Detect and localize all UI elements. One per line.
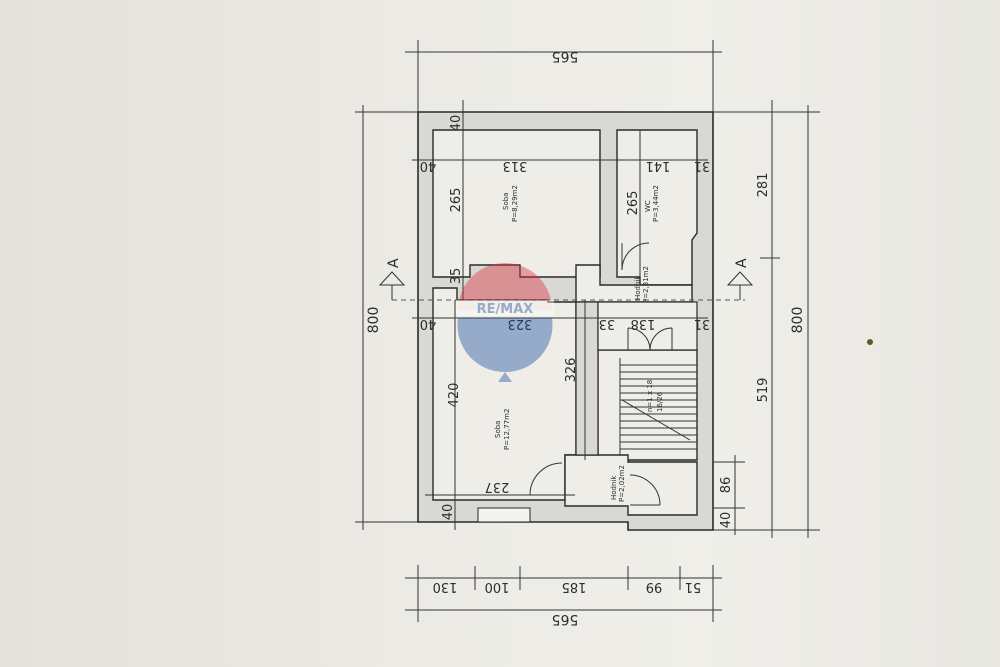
dim-237: 237 — [485, 479, 510, 494]
dim-right-86: 86 — [719, 477, 734, 494]
dim-wall-31-a: 31 — [694, 158, 711, 173]
dim-33: 33 — [599, 316, 616, 331]
door-stairs-right — [649, 327, 673, 351]
dim-room1-width: 313 — [503, 158, 528, 173]
dim-138: 138 — [631, 316, 656, 331]
dim-wall-35: 35 — [449, 268, 464, 285]
room-area-hodnik-small: P=2,31m2 — [642, 266, 650, 303]
dim-bottom-overall: 565 — [552, 611, 579, 627]
dim-right-overall: 800 — [790, 307, 806, 334]
room-hodnik-lower — [564, 454, 698, 516]
dimension-lines — [355, 40, 820, 622]
stair-note-2: 16/26 — [656, 391, 664, 412]
dim-right-lower: 519 — [756, 378, 771, 403]
room-label-wc: WC — [644, 200, 652, 212]
room-area-hodnik-lower: P=2,02m2 — [618, 465, 626, 502]
dim-right-40: 40 — [719, 512, 734, 529]
dim-wall-40-left-a: 40 — [420, 158, 437, 173]
dim-wall-40-top: 40 — [449, 115, 464, 132]
room-label-soba-upper: Soba — [502, 193, 510, 210]
dim-wc-height: 265 — [626, 191, 641, 216]
dim-bottom-130: 130 — [433, 579, 458, 594]
staircase: n=1 x 18 16/26 — [619, 358, 697, 455]
dim-bottom-100: 100 — [485, 579, 510, 594]
dimension-labels: 565 565 130 100 185 99 51 800 800 281 51… — [366, 48, 806, 627]
dim-bottom-99: 99 — [646, 579, 663, 594]
room-labels: Soba P=8,29m2 WC P=3,44m2 Hodnik P=2,31m… — [494, 185, 660, 502]
section-line-a: A A — [378, 258, 754, 301]
stair-note-1: n=1 x 18 — [646, 380, 654, 412]
dim-right-upper: 281 — [756, 173, 771, 198]
dim-326: 326 — [564, 358, 579, 383]
section-label-left: A — [386, 258, 402, 268]
dim-room2-width: 323 — [508, 316, 533, 331]
remax-logo-text: RE/MAX — [477, 302, 534, 317]
paper-mark — [867, 339, 873, 345]
dim-left-overall: 800 — [366, 307, 382, 334]
dim-room2-height: 420 — [447, 383, 462, 408]
dim-bottom-185: 185 — [562, 579, 587, 594]
room-area-wc: P=3,44m2 — [652, 185, 660, 222]
room-label-hodnik-small: Hodnik — [634, 275, 642, 300]
remax-watermark: RE/MAX — [456, 263, 554, 382]
door-entrance — [629, 474, 661, 506]
section-label-right: A — [734, 258, 750, 268]
interior-walls — [432, 129, 698, 523]
dim-room1-height: 265 — [449, 188, 464, 213]
door-wc — [621, 242, 650, 271]
room-soba-upper — [432, 129, 601, 278]
room-label-hodnik-lower: Hodnik — [610, 475, 618, 500]
dim-wall-31-b: 31 — [694, 316, 711, 331]
dim-wall-40-bottom: 40 — [441, 504, 456, 521]
dim-wall-40-left-b: 40 — [420, 316, 437, 331]
room-label-soba-lower: Soba — [494, 421, 502, 438]
room-area-soba-upper: P=8,29m2 — [511, 185, 519, 222]
dim-wc-width: 141 — [646, 158, 671, 173]
dim-bottom-51: 51 — [685, 579, 702, 594]
room-area-soba-lower: P=12,77m2 — [503, 409, 511, 450]
dim-top-overall: 565 — [552, 48, 579, 64]
